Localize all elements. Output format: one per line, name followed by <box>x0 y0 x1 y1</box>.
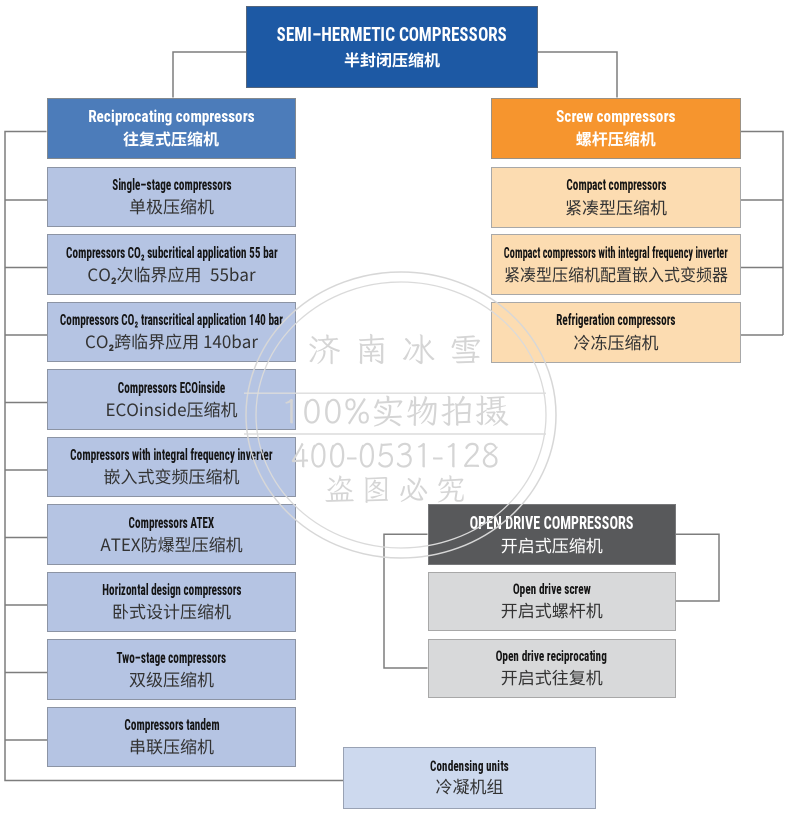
label-en: Compressors with integral frequency inve… <box>70 446 273 465</box>
label-en: Screw compressors <box>556 107 676 127</box>
label-zh: 紧凑型压缩机 <box>565 193 667 219</box>
label-zh: 开启式压缩机 <box>500 532 603 558</box>
label-zh: 双级压缩机 <box>129 665 214 691</box>
node-compressors-co2-transcritical-application-140-bar: Compressors CO₂ transcritical applicatio… <box>47 301 296 362</box>
node-semi-hermetic-compressors: SEMI–HERMETIC COMPRESSORS 半封闭压缩机 <box>246 6 538 88</box>
label-zh: CO₂跨临界应用 140bar <box>85 328 258 354</box>
node-open-drive-reciprocating: Open drive reciprocating 开启式往复机 <box>427 638 676 698</box>
node-refrigeration-compressors: Refrigeration compressors 冷冻压缩机 <box>491 301 741 363</box>
label-en: Compressors CO₂ transcritical applicatio… <box>60 311 283 330</box>
connector-segment <box>383 533 428 669</box>
node-compact-compressors-with-integral-frequency-inverter: Compact compressors with integral freque… <box>491 234 741 295</box>
label-zh: 卧式设计压缩机 <box>112 598 231 624</box>
label-en: Compressors CO₂ subcritical application … <box>65 243 278 262</box>
label-zh: 开启式螺杆机 <box>500 596 603 622</box>
node-two-stage-compressors: Two–stage compressors 双级压缩机 <box>47 639 296 700</box>
node-open-drive-compressors: OPEN DRIVE COMPRESSORS 开启式压缩机 <box>427 504 676 565</box>
connector-segment <box>538 51 618 98</box>
label-zh: 单极压缩机 <box>129 193 214 219</box>
node-compressors-ecoinside: Compressors ECOinside ECOinside压缩机 <box>47 369 296 430</box>
label-en: Compressors tandem <box>123 716 220 735</box>
label-en: Compressors ECOinside <box>117 378 226 397</box>
node-screw-compressors: Screw compressors 螺杆压缩机 <box>490 97 741 159</box>
label-en: Compressors ATEX <box>128 513 215 532</box>
label-en: Open drive screw <box>512 581 591 598</box>
label-en: Reciprocating compressors <box>87 107 255 127</box>
label-zh: 串联压缩机 <box>129 733 214 759</box>
node-compressors-co2-subcritical-application-55-bar: Compressors CO₂ subcritical application … <box>47 234 296 295</box>
label-en: Single–stage compressors <box>111 176 232 195</box>
label-zh: 嵌入式变频压缩机 <box>103 463 240 489</box>
label-zh: 紧凑型压缩机配置嵌入式变频器 <box>504 260 728 286</box>
label-zh: 冷冻压缩机 <box>573 328 659 354</box>
node-compressors-atex: Compressors ATEX ATEX防爆型压缩机 <box>47 504 296 565</box>
node-single-stage-compressors: Single–stage compressors 单极压缩机 <box>47 166 296 227</box>
node-compressors-with-integral-frequency-inverter: Compressors with integral frequency inve… <box>47 436 296 497</box>
label-en: Refrigeration compressors <box>556 311 676 330</box>
label-en: SEMI–HERMETIC COMPRESSORS <box>276 23 508 47</box>
connector-segment <box>172 51 246 98</box>
label-en: Open drive reciprocating <box>496 648 608 665</box>
node-condensing-units: Condensing units 冷凝机组 <box>343 746 596 809</box>
label-zh: ECOinside压缩机 <box>105 395 238 421</box>
label-en: Two–stage compressors <box>116 648 227 667</box>
label-zh: ATEX防爆型压缩机 <box>100 530 243 556</box>
label-zh: 螺杆压缩机 <box>575 125 656 150</box>
connector-segment <box>4 130 343 782</box>
label-en: Compact compressors with integral freque… <box>504 243 728 262</box>
label-en: Condensing units <box>430 757 509 775</box>
label-zh: 开启式往复机 <box>500 663 603 689</box>
label-zh: 冷凝机组 <box>435 773 504 799</box>
node-compressors-tandem: Compressors tandem 串联压缩机 <box>47 706 296 767</box>
label-en: Compact compressors <box>565 176 666 195</box>
node-open-drive-screw: Open drive screw 开启式螺杆机 <box>427 571 676 631</box>
label-zh: 往复式压缩机 <box>122 125 219 150</box>
label-zh: 半封闭压缩机 <box>343 47 440 71</box>
node-compact-compressors: Compact compressors 紧凑型压缩机 <box>491 166 741 228</box>
label-zh: CO₂次临界应用 55bar <box>87 260 256 286</box>
node-reciprocating-compressors: Reciprocating compressors 往复式压缩机 <box>46 97 296 159</box>
label-en: Horizontal design compressors <box>101 581 242 600</box>
node-horizontal-design-compressors: Horizontal design compressors 卧式设计压缩机 <box>47 571 296 632</box>
connector-segment <box>741 130 784 335</box>
connector-segment <box>676 533 720 602</box>
label-en: OPEN DRIVE COMPRESSORS <box>469 512 634 535</box>
